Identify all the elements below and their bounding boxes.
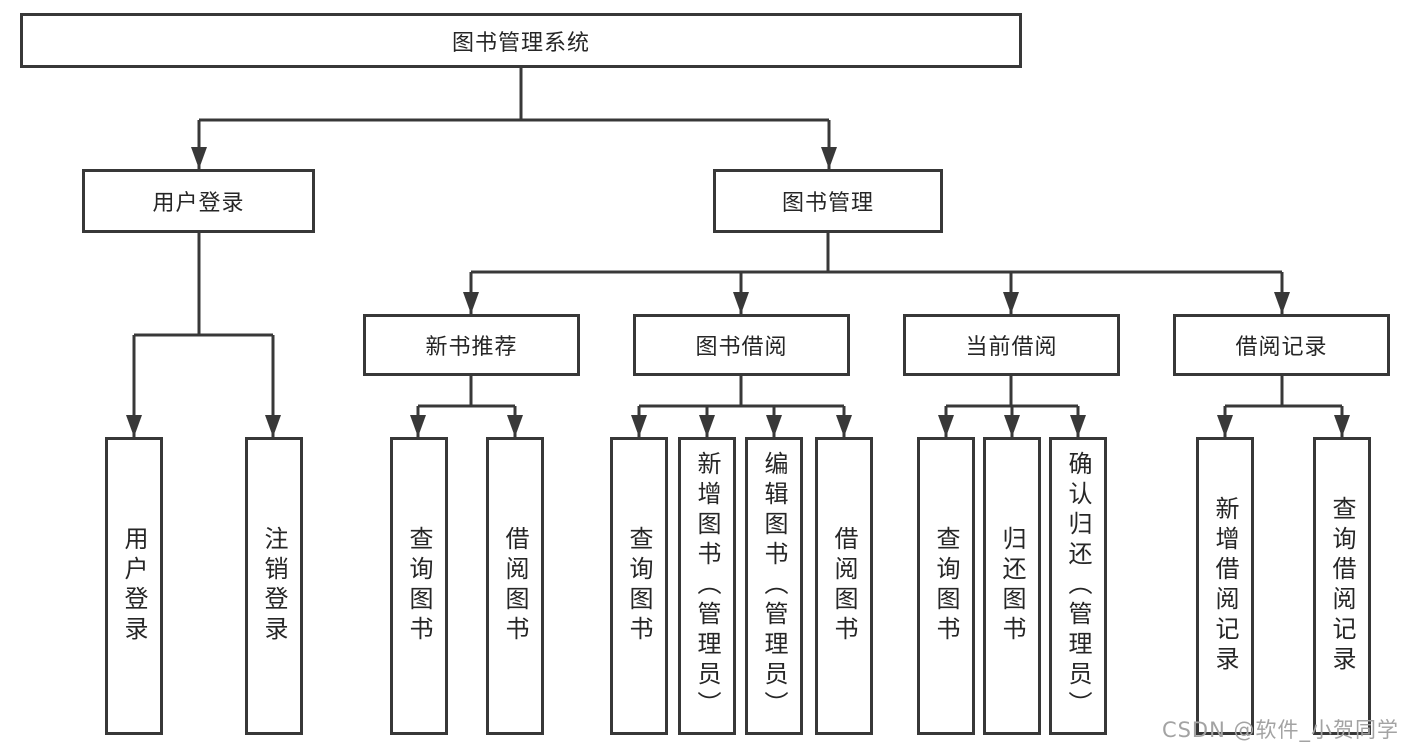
leaf-label: 借阅图书 bbox=[830, 526, 858, 646]
node-leaf-add-borrow-record: 新增借阅记录 bbox=[1196, 437, 1254, 735]
arrowhead bbox=[631, 415, 647, 437]
node-borrow-record: 借阅记录 bbox=[1173, 314, 1390, 376]
node-current-borrow: 当前借阅 bbox=[903, 314, 1120, 376]
leaf-label: 用户登录 bbox=[120, 526, 148, 646]
arrowhead bbox=[265, 415, 281, 437]
arrowhead bbox=[1004, 415, 1020, 437]
node-leaf-confirm-return-admin: 确认归还（管理员） bbox=[1049, 437, 1107, 735]
node-root-library-system: 图书管理系统 bbox=[20, 13, 1022, 68]
leaf-label: 借阅图书 bbox=[501, 526, 529, 646]
arrowhead bbox=[507, 415, 523, 437]
leaf-label: 注销登录 bbox=[260, 526, 288, 646]
arrowhead bbox=[938, 415, 954, 437]
arrowhead bbox=[463, 292, 479, 314]
leaf-label: 查询图书 bbox=[932, 526, 960, 646]
node-leaf-query-books-2: 查询图书 bbox=[610, 437, 668, 735]
connector-root-to-level2 bbox=[197, 68, 831, 169]
arrowhead bbox=[733, 292, 749, 314]
leaf-label: 查询借阅记录 bbox=[1328, 496, 1356, 676]
leaf-label: 编辑图书（管理员） bbox=[760, 451, 788, 721]
arrowhead bbox=[1070, 415, 1086, 437]
arrowhead bbox=[1217, 415, 1233, 437]
node-leaf-add-books-admin: 新增图书（管理员） bbox=[678, 437, 736, 735]
node-book-management-branch: 图书管理 bbox=[713, 169, 943, 233]
connector-new-book-group bbox=[416, 376, 517, 437]
arrowhead bbox=[699, 415, 715, 437]
node-leaf-borrow-books-1: 借阅图书 bbox=[486, 437, 544, 735]
node-leaf-return-books: 归还图书 bbox=[983, 437, 1041, 735]
node-leaf-query-books-3: 查询图书 bbox=[917, 437, 975, 735]
arrowhead bbox=[1274, 292, 1290, 314]
arrowhead bbox=[821, 147, 837, 169]
node-leaf-query-books-1: 查询图书 bbox=[390, 437, 448, 735]
arrowhead bbox=[1003, 292, 1019, 314]
arrowhead bbox=[191, 147, 207, 169]
connector-user-login-branch bbox=[132, 233, 275, 437]
arrowhead bbox=[126, 415, 142, 437]
arrowhead bbox=[410, 415, 426, 437]
leaf-label: 查询图书 bbox=[405, 526, 433, 646]
node-leaf-query-borrow-record: 查询借阅记录 bbox=[1313, 437, 1371, 735]
leaf-label: 新增图书（管理员） bbox=[693, 451, 721, 721]
node-book-borrow: 图书借阅 bbox=[633, 314, 850, 376]
arrowhead bbox=[766, 415, 782, 437]
leaf-label: 确认归还（管理员） bbox=[1064, 451, 1092, 721]
leaf-label: 新增借阅记录 bbox=[1211, 496, 1239, 676]
leaf-label: 查询图书 bbox=[625, 526, 653, 646]
arrowhead bbox=[1334, 415, 1350, 437]
node-leaf-borrow-books-2: 借阅图书 bbox=[815, 437, 873, 735]
node-user-login-branch: 用户登录 bbox=[82, 169, 315, 233]
node-new-book-recommend: 新书推荐 bbox=[363, 314, 580, 376]
connector-book-mgmt-branch bbox=[469, 233, 1284, 314]
connector-book-borrow-group bbox=[637, 376, 846, 437]
node-leaf-logout: 注销登录 bbox=[245, 437, 303, 735]
node-leaf-user-login: 用户登录 bbox=[105, 437, 163, 735]
arrowhead bbox=[836, 415, 852, 437]
node-leaf-edit-books-admin: 编辑图书（管理员） bbox=[745, 437, 803, 735]
leaf-label: 归还图书 bbox=[998, 526, 1026, 646]
connector-borrow-record-group bbox=[1223, 376, 1344, 437]
csdn-watermark: CSDN @软件_小贺同学 bbox=[1161, 718, 1399, 742]
